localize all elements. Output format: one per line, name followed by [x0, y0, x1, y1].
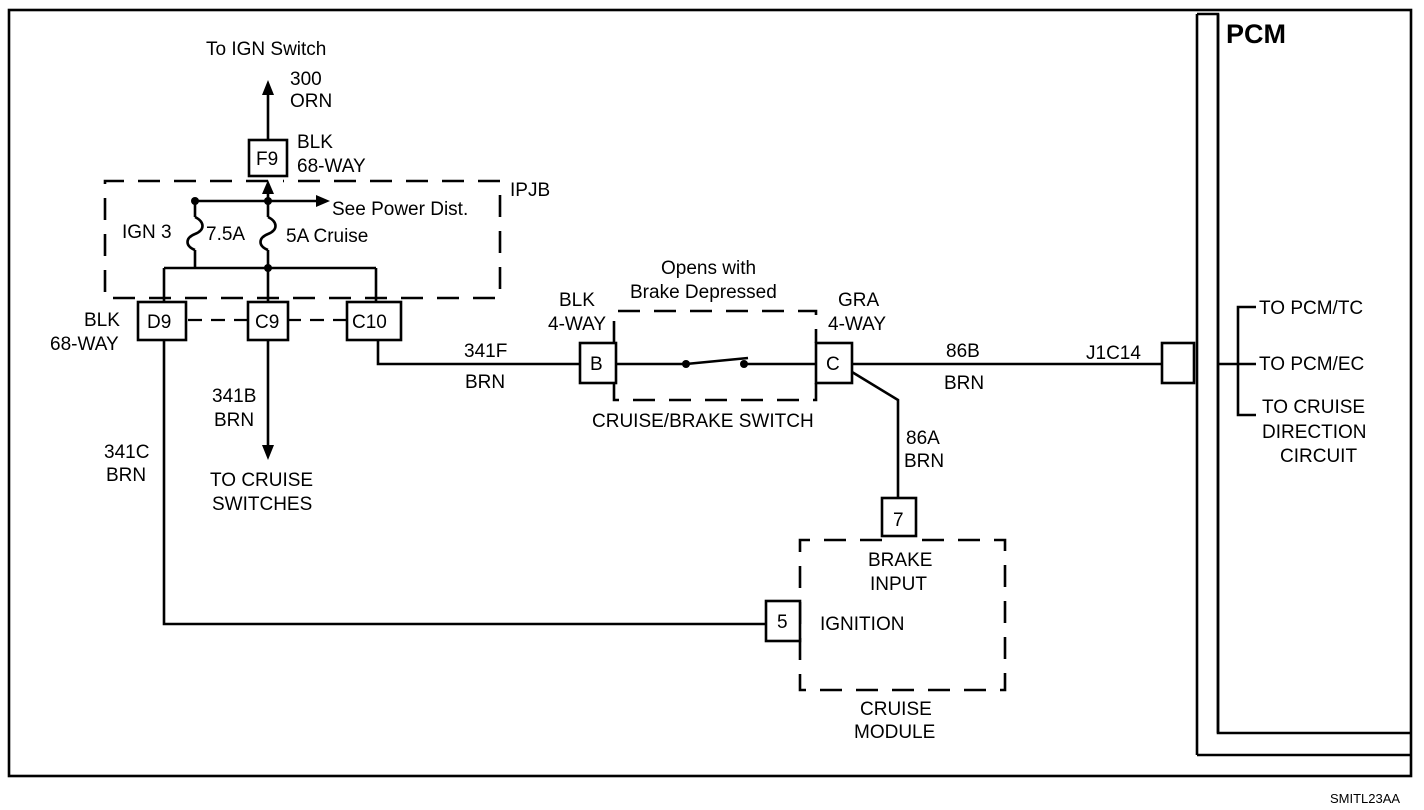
- ipjb-boundary: [103, 179, 502, 300]
- label-see-power-dist: See Power Dist.: [332, 199, 468, 220]
- connector-label-pin5: 5: [777, 612, 788, 633]
- switch-contact: [685, 356, 749, 366]
- fuse-5a-cruise: [259, 215, 277, 252]
- label-circuit-341f: 341F: [464, 341, 507, 362]
- label-to-pcm-tc: TO PCM/TC: [1259, 298, 1363, 319]
- connector-label-pin7: 7: [893, 510, 904, 531]
- label-j1c14: J1C14: [1086, 343, 1141, 364]
- label-color-86a: BRN: [904, 451, 944, 472]
- label-pcm: PCM: [1226, 19, 1286, 49]
- connector-pin7: [880, 496, 918, 538]
- splice-dot: [191, 197, 199, 205]
- label-brake-input-2: INPUT: [870, 574, 927, 595]
- connector-c9: [246, 300, 290, 342]
- label-blk-4way: BLK: [559, 290, 595, 311]
- label-gra: GRA: [838, 290, 880, 311]
- arrow-see-power: [316, 195, 330, 207]
- label-brake-input-1: BRAKE: [868, 550, 932, 571]
- switch-terminal: [740, 360, 748, 368]
- label-brake-depressed: Brake Depressed: [630, 282, 777, 303]
- label-4way-c: 4-WAY: [828, 314, 886, 335]
- label-blk-top: BLK: [297, 132, 333, 153]
- connector-j1c14: [1160, 341, 1196, 385]
- connector-d9: [136, 300, 188, 342]
- label-color-341b: BRN: [214, 410, 254, 431]
- figure-code: SMITL23AA: [1330, 791, 1400, 806]
- wire-86a: [851, 370, 900, 498]
- label-to-ign-switch: To IGN Switch: [206, 39, 326, 60]
- wire-341c: [162, 340, 766, 626]
- label-circuit-341b: 341B: [212, 386, 256, 407]
- cruise-brake-switch-boundary: [612, 309, 818, 402]
- label-to-cruise-direction-1: TO CRUISE: [1262, 397, 1365, 418]
- label-blk-left: BLK: [84, 310, 120, 331]
- pcm-boundary: [1195, 12, 1411, 757]
- connector-label-c9: C9: [255, 312, 279, 333]
- pcm-tap-lines: [1236, 305, 1256, 417]
- label-color-86b: BRN: [944, 373, 984, 394]
- arrow-to-ign-switch: [262, 80, 274, 95]
- connector-f9: [247, 138, 289, 178]
- label-cruise-module-1: CRUISE: [860, 699, 932, 720]
- cruise-module-boundary: [798, 538, 1007, 692]
- label-color-341c: BRN: [106, 465, 146, 486]
- label-to-pcm-ec: TO PCM/EC: [1259, 354, 1364, 375]
- connector-label-b: B: [590, 354, 603, 375]
- connector-pin5: [764, 599, 802, 643]
- diagram-frame: [7, 8, 1413, 778]
- label-circuit-86a: 86A: [906, 428, 940, 449]
- label-cruise-module-2: MODULE: [854, 722, 935, 743]
- label-to-cruise-direction-3: CIRCUIT: [1280, 446, 1357, 467]
- wire-341f: [376, 340, 580, 366]
- label-fuse-75a: 7.5A: [206, 224, 245, 245]
- switch-pivot: [682, 360, 690, 368]
- connector-label-d9: D9: [147, 312, 171, 333]
- connector-label-c: C: [826, 354, 840, 375]
- arrow-to-cruise-switches: [262, 445, 274, 460]
- label-to-cruise-switches-2: SWITCHES: [212, 494, 312, 515]
- arrow-to-f9: [262, 180, 274, 194]
- splice-dot: [264, 197, 272, 205]
- label-4way-b: 4-WAY: [548, 314, 606, 335]
- label-68way-top: 68-WAY: [297, 156, 366, 177]
- label-ipjb: IPJB: [510, 180, 550, 201]
- fuse-ign3: [186, 215, 204, 252]
- label-circuit-341c: 341C: [104, 442, 149, 463]
- label-ignition: IGNITION: [820, 614, 904, 635]
- label-to-cruise-direction-2: DIRECTION: [1262, 422, 1367, 443]
- label-color-341f: BRN: [465, 372, 505, 393]
- label-ign3: IGN 3: [122, 222, 172, 243]
- label-circuit-300: 300: [290, 69, 322, 90]
- connector-c10: [345, 300, 403, 342]
- connector-label-f9: F9: [256, 149, 278, 170]
- splice-dot: [264, 264, 272, 272]
- label-color-orn: ORN: [290, 91, 332, 112]
- connector-label-c10: C10: [352, 312, 387, 333]
- label-68way-left: 68-WAY: [50, 334, 119, 355]
- label-fuse-5a-cruise: 5A Cruise: [286, 226, 368, 247]
- label-to-cruise-switches-1: TO CRUISE: [210, 470, 313, 491]
- label-cruise-brake-switch: CRUISE/BRAKE SWITCH: [592, 411, 814, 432]
- label-opens-with: Opens with: [661, 258, 756, 279]
- label-circuit-86b: 86B: [946, 341, 980, 362]
